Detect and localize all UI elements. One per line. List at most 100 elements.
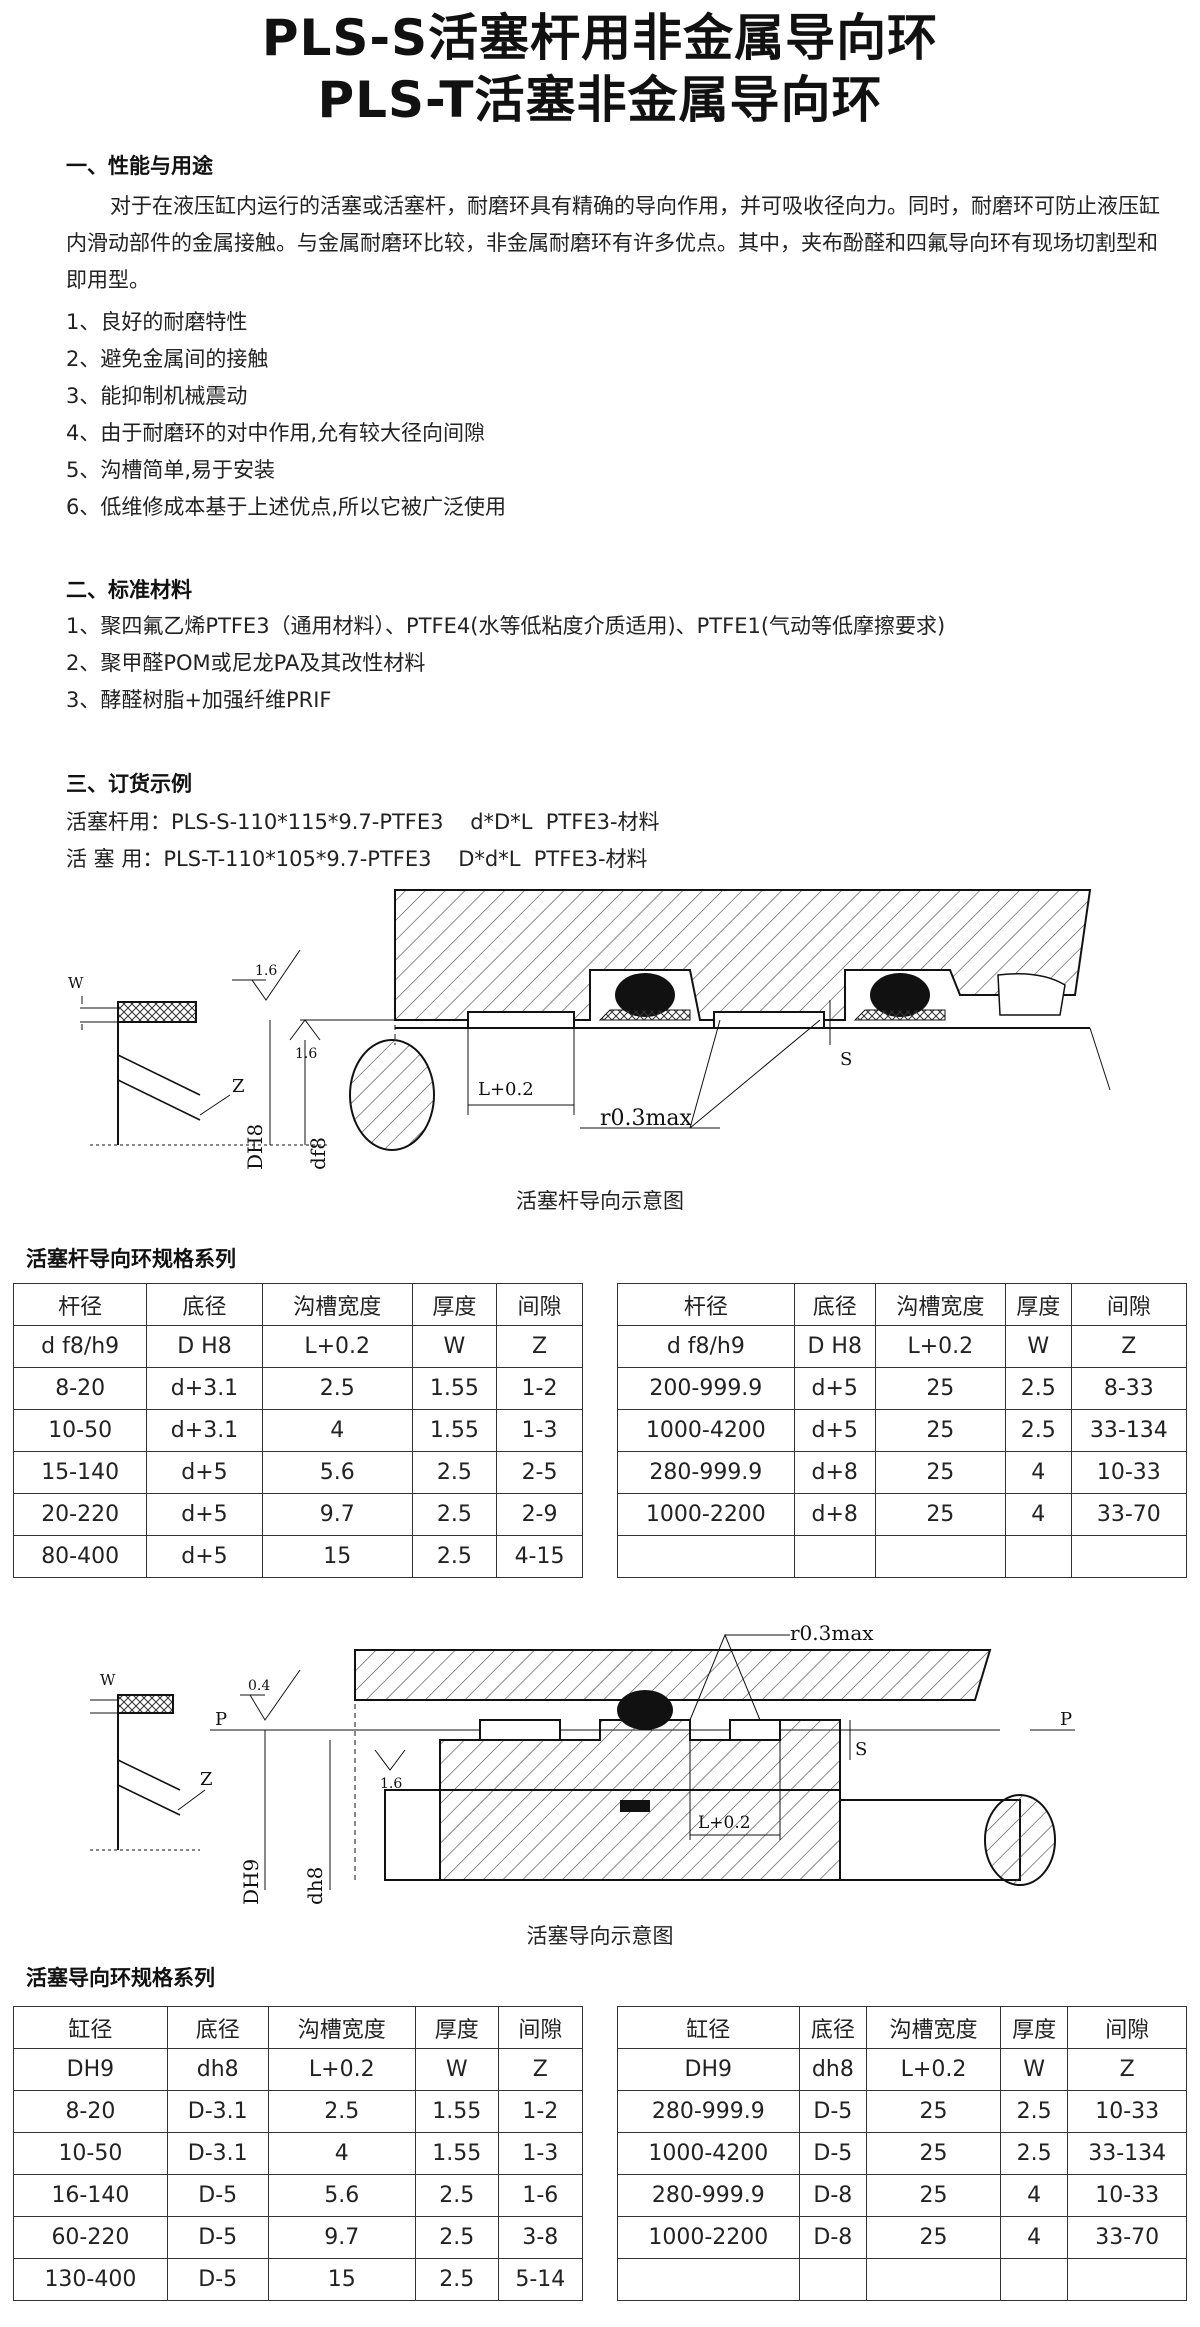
table-cell: 杆径	[617, 1283, 795, 1326]
table-cell: D H8	[146, 1325, 263, 1368]
table-cell: 1000-2200	[617, 2216, 800, 2259]
table-cell: 1-6	[497, 2174, 584, 2217]
table-cell	[1004, 1535, 1072, 1578]
piston-guide-caption: 活塞导向示意图	[526, 1924, 674, 1948]
table-cell: 2.5	[414, 2258, 499, 2301]
table-cell	[1067, 2258, 1187, 2301]
table-cell: 1000-2200	[617, 1493, 795, 1536]
table-cell: 间隙	[1070, 1283, 1188, 1326]
table-cell: d+8	[793, 1493, 876, 1536]
table-cell: 8-20	[12, 1367, 148, 1410]
table-cell: 10-33	[1067, 2090, 1187, 2133]
table-row: 杆径底径沟槽宽度厚度间隙	[617, 1283, 1188, 1326]
table-cell: 280-999.9	[617, 2174, 800, 2217]
table2-title: 活塞导向环规格系列	[26, 1966, 215, 1990]
table-cell: 33-134	[1067, 2132, 1187, 2175]
table-cell: 4	[1004, 1493, 1072, 1536]
table-cell: D H8	[793, 1325, 876, 1368]
table-cell: Z	[497, 2048, 584, 2091]
label-l-2: L+0.2	[698, 1813, 751, 1833]
table-cell: 2-5	[496, 1451, 583, 1494]
section2-item-2: 2、聚甲醛POM或尼龙PA及其改性材料	[66, 651, 426, 675]
table-cell: 15-140	[12, 1451, 148, 1494]
table-cell: L+0.2	[261, 1325, 413, 1368]
table-cell: 2.5	[414, 2174, 499, 2217]
table-cell: 25	[866, 2216, 1001, 2259]
table-cell: 9.7	[261, 1493, 413, 1536]
section1-item-4: 4、由于耐磨环的对中作用,允有较大径向间隙	[66, 421, 486, 445]
table-cell: 厚度	[999, 2006, 1069, 2049]
label-z-2: Z	[200, 1769, 213, 1790]
table-cell: 1000-4200	[617, 2132, 800, 2175]
table-cell: d f8/h9	[12, 1325, 148, 1368]
table-cell: 2.5	[411, 1535, 498, 1578]
table-cell: 1.55	[414, 2132, 499, 2175]
table-cell: 8-20	[13, 2090, 168, 2133]
label-r-2: r0.3max	[790, 1621, 874, 1645]
table-cell: L+0.2	[874, 1325, 1006, 1368]
table-cell: 沟槽宽度	[267, 2006, 416, 2049]
title-line-2: PLS-T活塞非金属导向环	[317, 71, 883, 129]
title-line-1: PLS-S活塞杆用非金属导向环	[261, 9, 939, 67]
table-cell: 10-50	[12, 1409, 148, 1452]
table-cell	[866, 2258, 1001, 2301]
table-cell: 2.5	[999, 2090, 1069, 2133]
table-cell: 280-999.9	[617, 2090, 800, 2133]
ring-section-1	[117, 1001, 197, 1023]
label-p-left: P	[215, 1709, 227, 1730]
rod-guide-caption: 活塞杆导向示意图	[516, 1189, 684, 1213]
table-cell: D-3.1	[166, 2132, 269, 2175]
label-s-2: S	[855, 1739, 867, 1760]
roughness-2: 1.6	[295, 1046, 317, 1062]
table-row: 缸径底径沟槽宽度厚度间隙	[617, 2006, 1187, 2049]
table-cell: d+5	[146, 1535, 263, 1578]
table-cell: 20-220	[12, 1493, 148, 1536]
table-cell: 9.7	[267, 2216, 416, 2259]
table-cell: L+0.2	[267, 2048, 416, 2091]
table-cell: 厚度	[414, 2006, 499, 2049]
label-dh8-1: DH8	[243, 1124, 267, 1170]
table-cell: 间隙	[1067, 2006, 1187, 2049]
table-cell: 1.55	[411, 1367, 498, 1410]
table-cell: 33-134	[1070, 1409, 1188, 1452]
section1-heading: 一、性能与用途	[66, 154, 213, 178]
table-cell: 底径	[798, 2006, 868, 2049]
table-cell: 2.5	[411, 1493, 498, 1536]
table-cell: DH9	[617, 2048, 800, 2091]
table-cell: 1-2	[496, 1367, 583, 1410]
table-cell: d+5	[146, 1451, 263, 1494]
table-cell: W	[999, 2048, 1069, 2091]
table-cell	[1070, 1535, 1188, 1578]
table-cell: 1000-4200	[617, 1409, 795, 1452]
table-cell: 15	[267, 2258, 416, 2301]
table-cell: d+3.1	[146, 1367, 263, 1410]
table-cell: DH9	[13, 2048, 168, 2091]
table-cell: 1.55	[411, 1409, 498, 1452]
table-cell	[617, 1535, 795, 1578]
table-cell: 缸径	[617, 2006, 800, 2049]
table-row: 缸径底径沟槽宽度厚度间隙	[13, 2006, 584, 2049]
table-row	[617, 1535, 1188, 1578]
table-cell: 8-33	[1070, 1367, 1188, 1410]
roughness-1: 1.6	[255, 963, 277, 979]
table-cell: 280-999.9	[617, 1451, 795, 1494]
order-example-piston: 活 塞 用：PLS-T-110*105*9.7-PTFE3 D*d*L PTFE…	[66, 847, 648, 871]
table-cell: 1-3	[497, 2132, 584, 2175]
roughness-3: 0.4	[248, 1678, 270, 1694]
table-cell: d+3.1	[146, 1409, 263, 1452]
